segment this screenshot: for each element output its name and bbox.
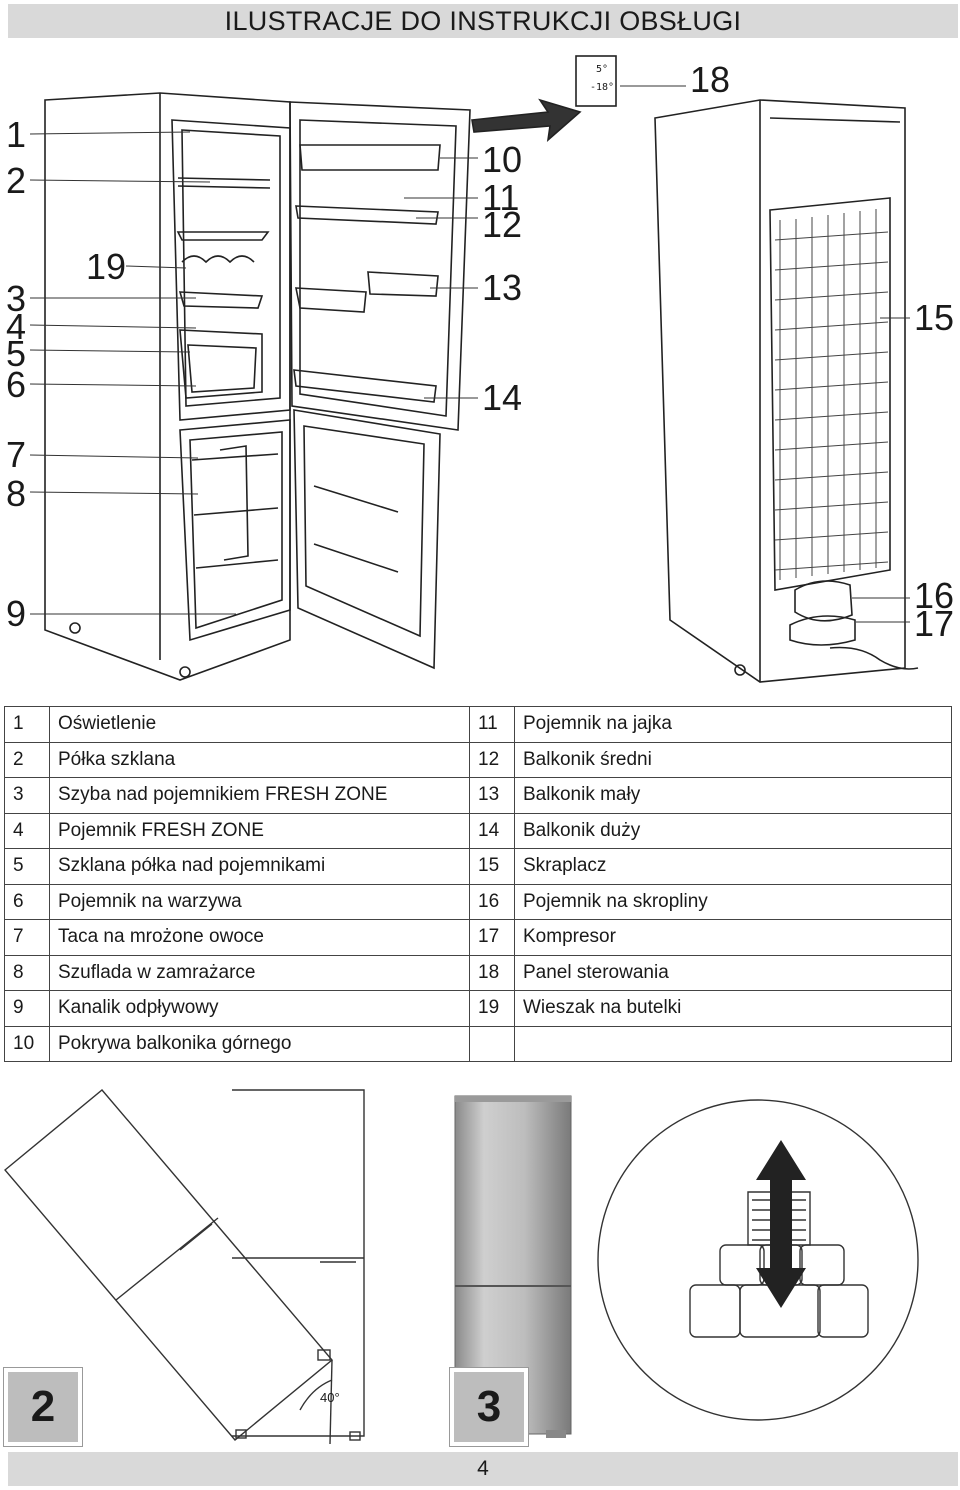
display-top-temp: 5° (596, 64, 609, 75)
figure-label-3: 3 (449, 1367, 529, 1447)
tilt-angle-label: 40° (320, 1390, 340, 1405)
callout-11: 11 (482, 177, 520, 218)
callout-4: 4 (6, 306, 27, 347)
callout-1: 1 (6, 114, 27, 155)
callout-16: 16 (914, 575, 955, 616)
page-title: ILUSTRACJE DO INSTRUKCJI OBSŁUGI (224, 5, 742, 36)
callout-17: 17 (914, 603, 955, 644)
callout-7: 7 (6, 434, 27, 475)
callout-9: 9 (6, 593, 27, 634)
callout-6: 6 (6, 364, 27, 405)
fridge-open-illustration (29, 55, 919, 683)
callout-5: 5 (6, 333, 27, 374)
page-footer: 4 (8, 1452, 958, 1486)
callout-15: 15 (914, 297, 955, 338)
callout-14: 14 (482, 377, 523, 418)
callout-18: 18 (690, 59, 731, 100)
callout-3: 3 (6, 278, 27, 319)
callout-10: 10 (482, 139, 523, 180)
callout-8: 8 (6, 473, 27, 514)
callout-12: 12 (482, 204, 523, 245)
figure-label-2: 2 (3, 1367, 83, 1447)
callout-13: 13 (482, 267, 523, 308)
page-header: ILUSTRACJE DO INSTRUKCJI OBSŁUGI (8, 4, 958, 38)
display-bottom-temp: -18° (590, 82, 615, 93)
callout-2: 2 (6, 160, 27, 201)
page-number: 4 (477, 1457, 489, 1480)
callout-19: 19 (86, 246, 127, 287)
